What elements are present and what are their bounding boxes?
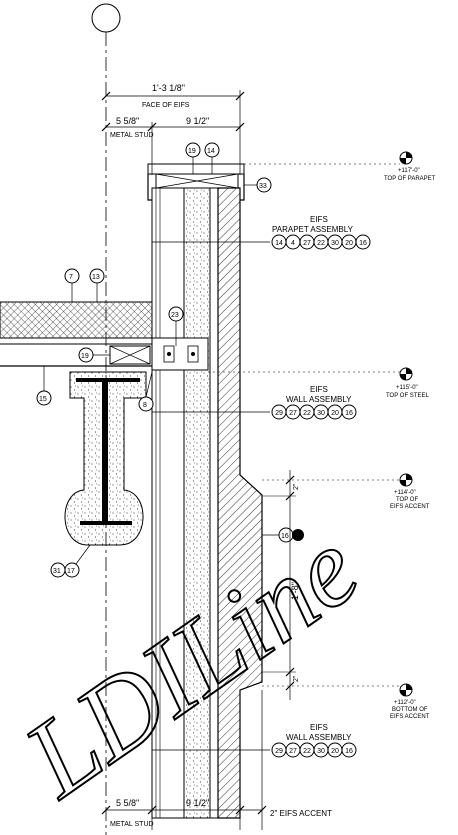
parapet-keynote: 27 [303,240,311,247]
keynote-31: 31 [50,562,66,578]
svg-text:8: 8 [143,402,147,409]
svg-text:EIFS ACCENT: EIFS ACCENT [390,504,430,510]
dim-overall: 1'-3 1/8" [152,83,185,93]
elevation-markers: +117'-0" TOP OF PARAPET +115'-0" TOP OF … [151,151,436,720]
parapet-keynote: 4 [291,240,295,247]
wall-upper-keynote: 20 [331,410,339,417]
svg-text:31: 31 [53,568,61,575]
parapet-keynote: 22 [317,240,325,247]
top-dimensions: 1'-3 1/8" FACE OF EIFS 5 5/8" METAL STUD… [101,83,245,175]
keynote-8: 8 [138,371,154,412]
keynote-19-top: 19 [185,142,201,174]
wall-lower-bubble [341,742,357,758]
wall-upper-keynote: 30 [317,410,325,417]
wall-upper-keynote: 16 [345,410,353,417]
svg-text:19: 19 [188,148,196,155]
eifs-insulation [217,187,263,819]
roof-deck [0,301,153,367]
svg-text:15: 15 [39,396,47,403]
svg-text:2": 2" [293,675,300,682]
keynote-16-accent: 16 [262,527,304,543]
svg-text:TOP OF STEEL: TOP OF STEEL [386,393,429,399]
keynote-23: 23 [168,306,184,346]
svg-text:19: 19 [81,353,89,360]
svg-text:EIFS: EIFS [310,385,328,394]
svg-text:BOTTOM OF: BOTTOM OF [392,707,428,713]
svg-text:+117'-0": +117'-0" [398,168,420,174]
svg-text:METAL STUD: METAL STUD [110,821,154,828]
svg-text:33: 33 [259,183,267,190]
air-barrier [209,187,219,819]
svg-text:23: 23 [171,312,179,319]
wall-upper-keynote: 22 [303,410,311,417]
parapet-assembly-tag: EIFS PARAPET ASSEMBLY 14 4 27 22 30 20 16 [152,215,371,250]
wall-assembly-tag-lower: EIFS WALL ASSEMBLY 29 27 22 30 20 16 [152,723,357,758]
wall-upper-keynote: 27 [289,410,297,417]
svg-text:9 1/2": 9 1/2" [186,798,209,808]
svg-text:EIFS ACCENT: EIFS ACCENT [390,714,430,720]
svg-text:5 5/8": 5 5/8" [116,798,139,808]
svg-text:PARAPET ASSEMBLY: PARAPET ASSEMBLY [272,225,354,234]
svg-text:7: 7 [69,274,73,281]
elevation-top-of-steel: +115'-0" TOP OF STEEL [386,367,429,399]
svg-text:2" EIFS ACCENT: 2" EIFS ACCENT [270,809,332,818]
elevation-bottom-of-eifs-accent: +112'-0" BOTTOM OF EIFS ACCENT [390,683,430,720]
svg-text:14: 14 [207,148,215,155]
svg-text:TOP OF PARAPET: TOP OF PARAPET [384,176,436,182]
steel-beam [64,371,147,546]
wall-assembly [151,187,263,819]
keynote-14-top: 14 [204,142,220,174]
parapet-keynote: 30 [331,240,339,247]
svg-text:WALL ASSEMBLY: WALL ASSEMBLY [286,395,352,404]
svg-text:EIFS: EIFS [310,723,328,732]
svg-text:13: 13 [92,274,100,281]
wall-upper-bubble [341,404,357,420]
wall-upper-keynote: 29 [275,410,283,417]
keynote-7: 7 [64,268,80,302]
dim-stud-top: 5 5/8" [116,116,139,126]
svg-text:16: 16 [281,533,289,540]
parapet-bubble [355,234,371,250]
clip-angle [151,337,209,371]
svg-text:2": 2" [293,483,300,490]
parapet-keynote: 16 [359,240,367,247]
keynote-13: 13 [89,268,105,302]
svg-text:+114'-0": +114'-0" [394,490,416,496]
parapet-keynote: 14 [275,240,283,247]
accent-dimensions: 2" 1'-8" 2" [262,470,300,700]
svg-text:+115'-0": +115'-0" [396,385,418,391]
wall-lower-keynote: 30 [317,748,325,755]
dim-panel-top: 9 1/2" [186,116,209,126]
wall-lower-keynote: 22 [303,748,311,755]
wall-lower-keynote: 27 [289,748,297,755]
keynote-17: 17 [64,544,91,578]
elevation-top-of-eifs-accent: +114'-0" TOP OF EIFS ACCENT [390,473,430,510]
parapet-cap [147,163,245,201]
bottom-dimensions: 5 5/8" METAL STUD 9 1/2" 2" EIFS ACCENT [101,690,332,830]
svg-text:TOP OF: TOP OF [396,497,418,503]
wood-blocking [109,345,151,365]
keynote-callouts: 19 14 33 7 13 23 19 [36,142,304,578]
dim-face-of-eifs: FACE OF EIFS [142,102,190,109]
keynote-15: 15 [36,366,52,406]
keynote-33: 33 [244,177,272,193]
keynote-19-block: 19 [78,347,110,363]
grid-bubble [91,3,121,33]
svg-text:WALL ASSEMBLY: WALL ASSEMBLY [286,733,352,742]
svg-text:1'-8": 1'-8" [290,582,300,600]
svg-text:EIFS: EIFS [310,215,328,224]
dim-metal-stud-top: METAL STUD [110,132,154,139]
wall-assembly-tag-upper: EIFS WALL ASSEMBLY 29 27 22 30 20 16 [152,385,357,420]
parapet-keynote: 20 [345,240,353,247]
wall-lower-keynote: 29 [275,748,283,755]
wall-lower-keynote: 16 [345,748,353,755]
svg-text:+112'-0": +112'-0" [394,700,416,706]
svg-text:17: 17 [67,568,75,575]
wall-lower-keynote: 20 [331,748,339,755]
elevation-top-of-parapet: +117'-0" TOP OF PARAPET [384,151,436,182]
